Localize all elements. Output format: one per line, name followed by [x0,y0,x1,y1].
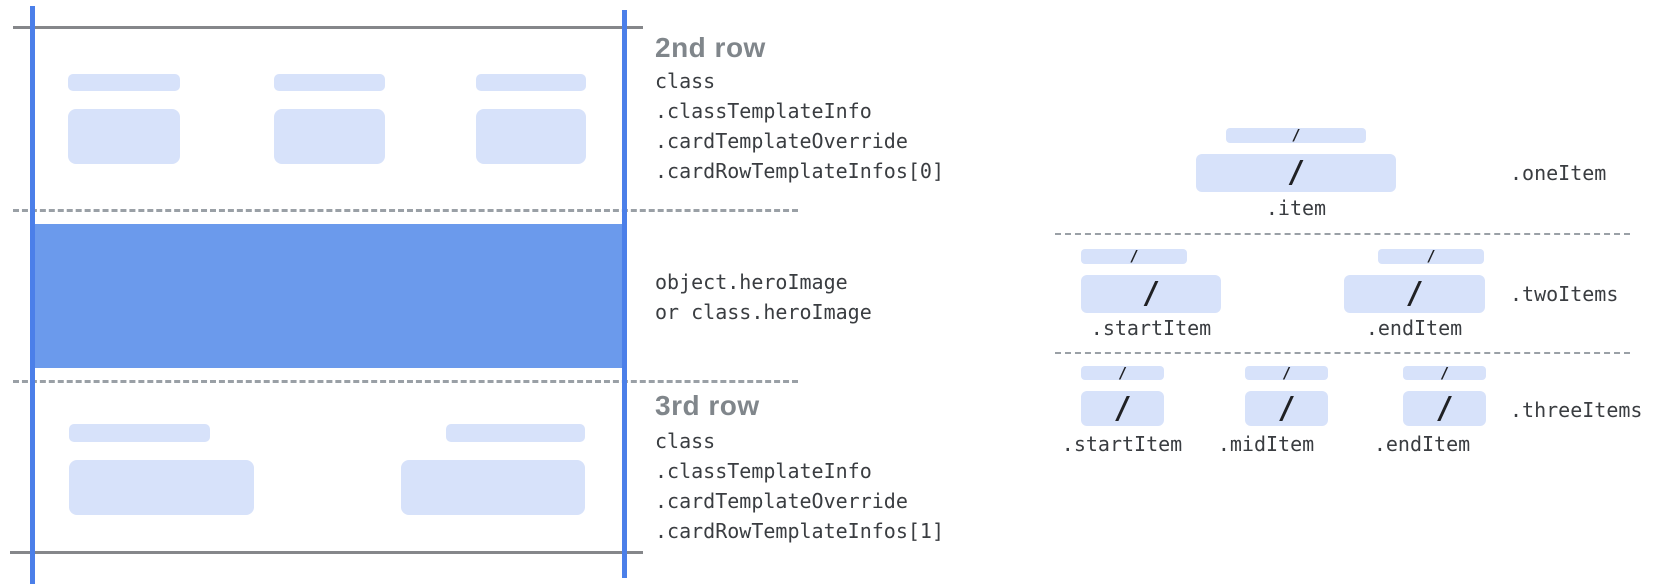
twoitems-startitem-label: .startItem [1090,316,1212,340]
row3-code-path: class .classTemplateInfo .cardTemplateOv… [655,426,944,546]
oneitem-group-label: .oneItem [1510,161,1607,185]
row2-code-path: class .classTemplateInfo .cardTemplateOv… [655,66,944,186]
right-vertical-guide-line [622,10,627,578]
top-boundary-line [13,26,643,29]
hero-image-code-path: object.heroImage or class.heroImage [655,267,872,327]
twoitems-enditem-value-box: / [1344,275,1485,313]
left-vertical-guide-line [30,6,35,584]
threeitems-startitem-label-bar: / [1081,363,1164,382]
code-line: or class.heroImage [655,300,872,324]
threeitems-enditem-label-bar: / [1403,363,1486,382]
slash-glyph: / [1113,390,1132,426]
oneitem-twoitems-separator-dashed-line [1055,233,1630,235]
oneitem-item-value-box: / [1196,154,1396,192]
slash-glyph: / [1426,247,1436,265]
threeitems-miditem-value-box: / [1245,391,1328,426]
row3-col1-value-box [69,460,254,515]
code-line: .cardTemplateOverride [655,489,908,513]
code-line: .cardTemplateOverride [655,129,908,153]
threeitems-enditem-value-box: / [1403,391,1486,426]
threeitems-enditem-label: .endItem [1373,432,1471,456]
twoitems-startitem-label-bar: / [1081,249,1187,264]
row2-separator-dashed-line [13,209,798,212]
twoitems-threeitems-separator-dashed-line [1055,352,1630,354]
row3-col1-label-bar [69,424,210,442]
slash-glyph: / [1277,390,1296,426]
row2-title: 2nd row [655,32,766,63]
slash-glyph: / [1291,126,1301,144]
twoitems-enditem-label-bar: / [1378,249,1484,264]
slash-glyph: / [1439,363,1450,382]
row2-col1-label-bar [68,74,180,91]
code-line: class [655,69,716,93]
oneitem-item-label-bar: / [1226,128,1366,143]
slash-glyph: / [1435,390,1454,426]
hero-image-band [32,224,625,368]
twoitems-enditem-label: .endItem [1365,316,1463,340]
slash-glyph: / [1281,363,1292,382]
slash-glyph: / [1286,155,1306,190]
slash-glyph: / [1129,247,1139,265]
threeitems-startitem-value-box: / [1081,391,1164,426]
row2-col2-label-bar [274,74,385,91]
twoitems-startitem-value-box: / [1081,275,1221,313]
threeitems-startitem-label: .startItem [1061,432,1183,456]
bottom-boundary-line [10,551,643,554]
twoitems-group-label: .twoItems [1510,282,1619,306]
row2-col3-value-box [476,109,586,164]
row3-col2-value-box [401,460,585,515]
code-line: .classTemplateInfo [655,99,872,123]
slash-glyph: / [1117,363,1128,382]
code-line: .cardRowTemplateInfos[1] [655,519,944,543]
row3-col2-label-bar [446,424,585,442]
row2-col2-value-box [274,109,385,164]
slash-glyph: / [1141,276,1161,311]
row2-col1-value-box [68,109,180,164]
threeitems-miditem-label-bar: / [1245,363,1328,382]
threeitems-miditem-label: .midItem [1217,432,1315,456]
slash-glyph: / [1405,276,1424,311]
code-line: object.heroImage [655,270,848,294]
code-line: .cardRowTemplateInfos[0] [655,159,944,183]
oneitem-item-label: .item [1265,196,1327,220]
code-line: class [655,429,716,453]
row2-col3-label-bar [476,74,586,91]
code-line: .classTemplateInfo [655,459,872,483]
row3-separator-dashed-line [13,380,798,383]
row3-title: 3rd row [655,390,760,421]
threeitems-group-label: .threeItems [1510,398,1643,422]
